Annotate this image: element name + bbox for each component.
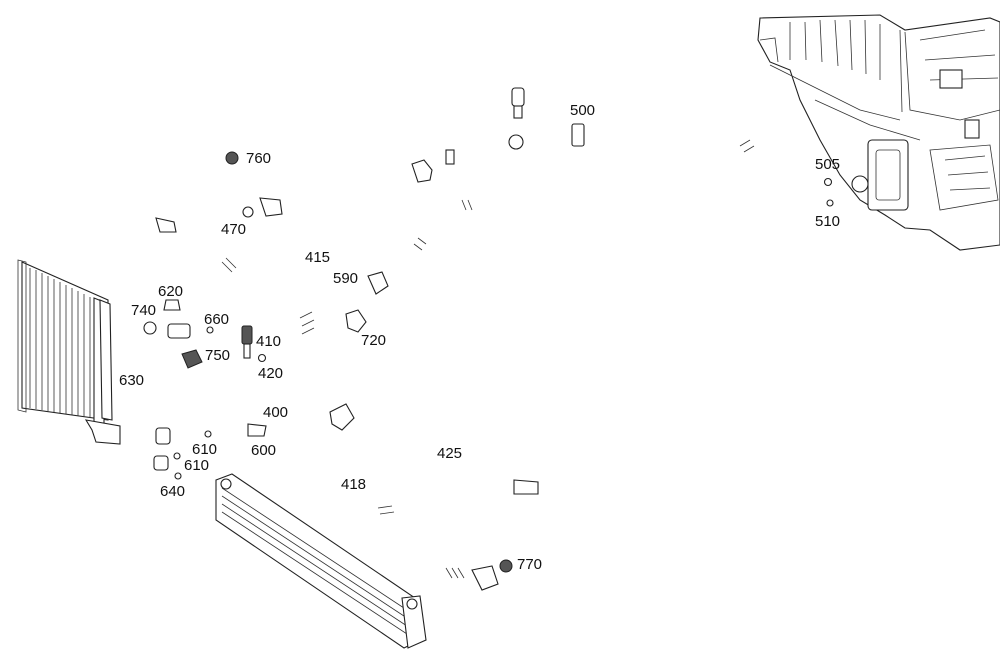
- label-400: 400: [263, 404, 288, 421]
- label-470: 470: [221, 221, 246, 238]
- label-640: 640: [160, 483, 185, 500]
- hvac-housing: [757, 14, 1000, 251]
- hose-lines: [137, 117, 811, 583]
- label-760: 760: [246, 150, 271, 167]
- label-620: 620: [158, 283, 183, 300]
- label-750: 750: [205, 347, 230, 364]
- label-720: 720: [361, 332, 386, 349]
- label-420: 420: [258, 365, 283, 382]
- label-610-b: 610: [184, 457, 209, 474]
- label-425: 425: [437, 445, 462, 462]
- label-740: 740: [131, 302, 156, 319]
- label-500: 500: [570, 102, 595, 119]
- label-510: 510: [815, 213, 840, 230]
- label-590: 590: [333, 270, 358, 287]
- small-parts: [143, 87, 834, 591]
- label-660: 660: [204, 311, 229, 328]
- label-415: 415: [305, 249, 330, 266]
- part-labels: 500 505 510 760 470 415 590 620 740 660 …: [119, 102, 840, 573]
- label-410: 410: [256, 333, 281, 350]
- label-630: 630: [119, 372, 144, 389]
- label-418: 418: [341, 476, 366, 493]
- label-600: 600: [251, 442, 276, 459]
- label-505: 505: [815, 156, 840, 173]
- label-770: 770: [517, 556, 542, 573]
- condenser: [17, 259, 121, 445]
- label-610-a: 610: [192, 441, 217, 458]
- coolant-radiator: [215, 473, 427, 649]
